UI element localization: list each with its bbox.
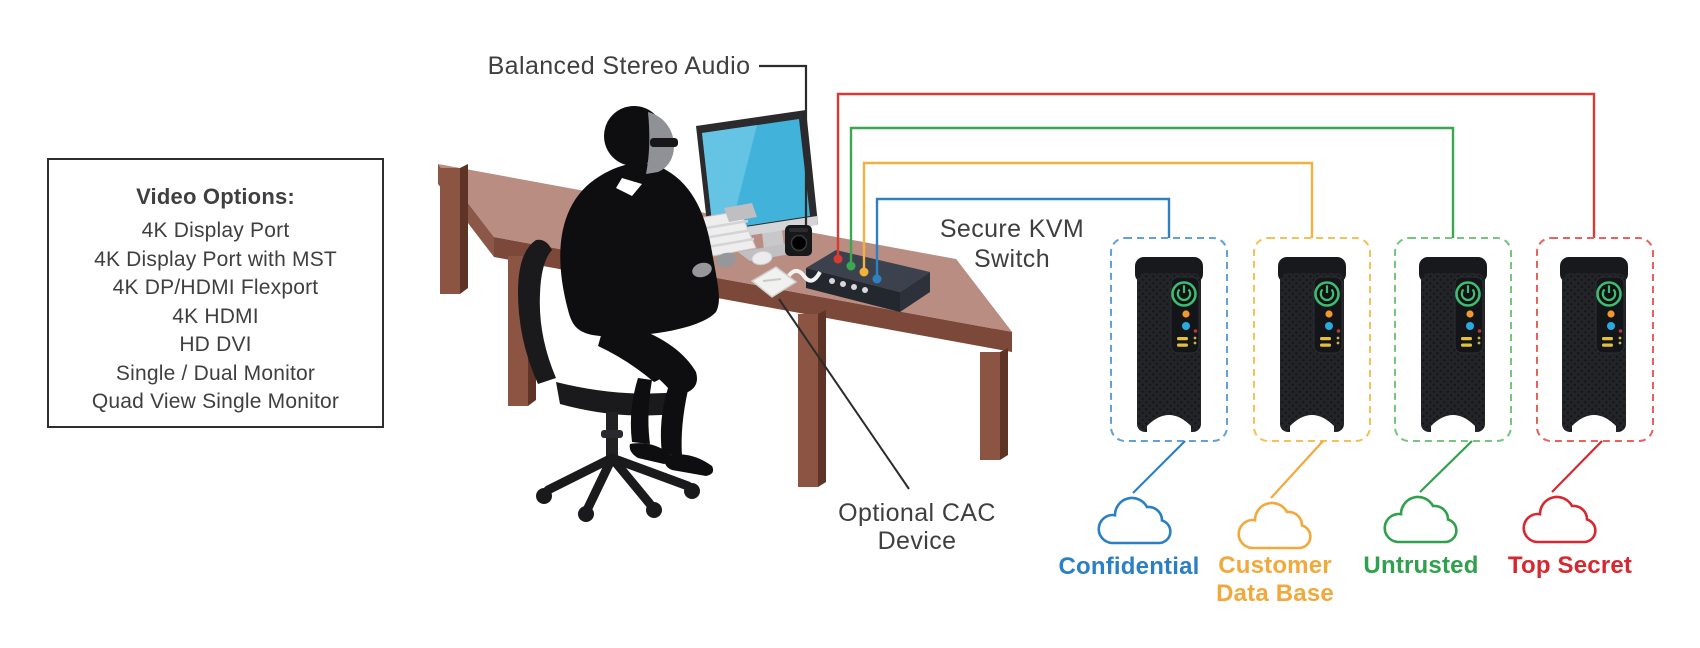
label-top-secret: Top Secret (1508, 552, 1632, 579)
video-option-item: 4K DP/HDMI Flexport (112, 276, 319, 299)
wire-connector-dot (859, 267, 869, 277)
cloud-icon-customer-data-base (1237, 501, 1312, 550)
desk-leg (798, 310, 826, 487)
boundary-box-customer-data-base (1253, 237, 1371, 442)
video-options-box: Video Options: 4K Display Port 4K Displa… (47, 158, 384, 428)
video-option-item: 4K Display Port with MST (94, 247, 337, 271)
person-hand (692, 262, 712, 278)
wire-connector-dot (872, 274, 882, 284)
computer-tower-untrusted (1417, 255, 1489, 434)
boundary-box-untrusted (1394, 237, 1512, 442)
cloud-icon-top-secret (1522, 495, 1597, 544)
boundary-box-top-secret (1536, 237, 1654, 442)
cloud-connector-line (1419, 440, 1473, 493)
boundary-box-confidential (1110, 237, 1228, 442)
label-secure-kvm-line2: Switch (974, 245, 1050, 273)
video-option-item: 4K HDMI (172, 304, 259, 328)
trackpad (724, 203, 757, 222)
wire-customer-data-base (862, 161, 1314, 272)
chair-post-ring (601, 430, 623, 438)
caster-wheel (536, 488, 552, 504)
label-secure-kvm-line1: Secure KVM (940, 215, 1084, 243)
cac-leader-line (778, 298, 910, 490)
kvm-indicator-lights (829, 278, 868, 293)
cloud-connector-line (1270, 440, 1324, 499)
computer-tower-top-secret (1558, 255, 1630, 434)
office-chair (518, 239, 700, 522)
glasses-icon (650, 138, 678, 147)
cloud-icon-confidential (1097, 496, 1172, 545)
video-option-item: Quad View Single Monitor (91, 390, 340, 413)
caster-wheel (578, 506, 594, 522)
wire-untrusted (849, 126, 1455, 266)
cloud-connector-line (1132, 440, 1186, 494)
caster-wheel (684, 483, 700, 499)
video-option-item: HD DVI (179, 333, 252, 356)
chair-seat (556, 382, 678, 416)
person-hand (716, 252, 736, 268)
computer-tower-customer-data-base (1276, 255, 1348, 434)
video-option-item: 4K Display Port (141, 219, 290, 242)
cac-cable (784, 268, 822, 283)
label-balanced-stereo-audio: Balanced Stereo Audio (488, 52, 751, 80)
label-confidential: Confidential (1058, 553, 1199, 580)
screen-highlight (702, 125, 757, 231)
label-customer-line1: Customer (1218, 552, 1332, 579)
video-options-heading: Video Options: (136, 184, 295, 209)
video-option-item: Single / Dual Monitor (115, 361, 316, 385)
caster-wheel (646, 502, 662, 518)
wire-top-secret (836, 92, 1596, 259)
mouse (751, 250, 773, 266)
person-torso (560, 162, 719, 337)
kvm-front-face (806, 268, 900, 312)
label-optional-cac-line1: Optional CAC (838, 499, 996, 527)
shirt-collar (616, 178, 642, 196)
chair-star-base (543, 453, 693, 513)
chair-backrest (518, 239, 556, 384)
label-untrusted: Untrusted (1363, 552, 1478, 579)
seated-person (560, 106, 736, 476)
speaker-icon (785, 225, 812, 256)
wire-connector-dot (833, 254, 843, 264)
wire-confidential (875, 197, 1171, 279)
cloud-icon-untrusted (1383, 495, 1458, 544)
kvm-right-face (900, 272, 930, 312)
cloud-connector-line (1551, 440, 1603, 493)
label-optional-cac-line2: Device (878, 527, 957, 555)
audio-leader-line (759, 64, 808, 230)
desk-leg (980, 348, 1008, 460)
wire-connector-dot (846, 261, 856, 271)
label-customer-line2: Data Base (1216, 580, 1334, 607)
cac-device (750, 266, 798, 298)
computer-tower-confidential (1133, 255, 1205, 434)
desk-leg (440, 164, 468, 294)
